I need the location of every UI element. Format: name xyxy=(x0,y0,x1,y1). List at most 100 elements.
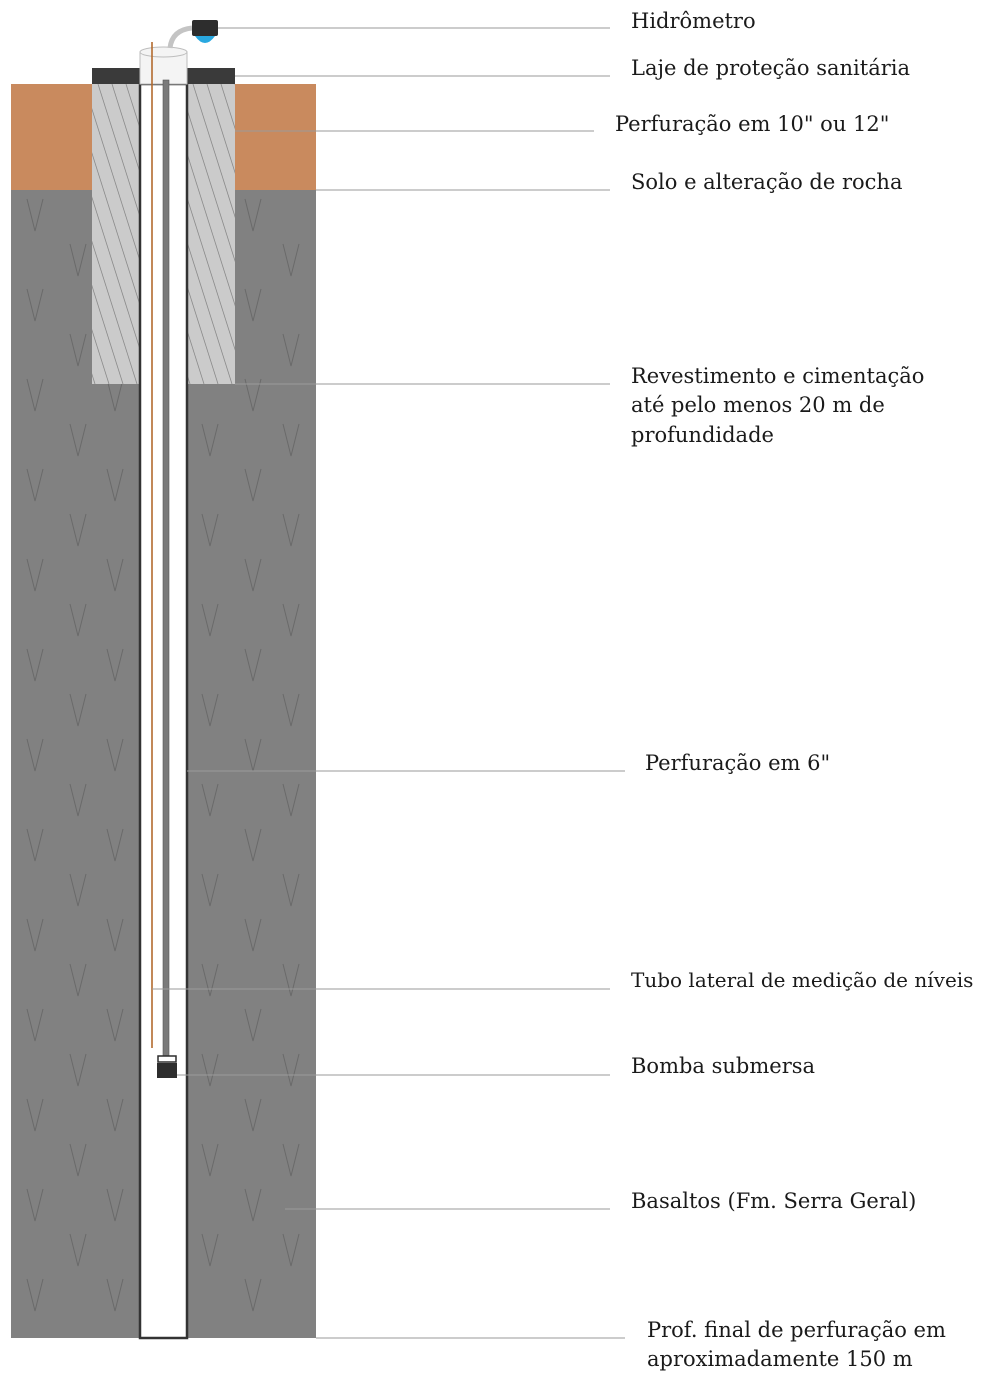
basalt-v-mark xyxy=(282,333,300,367)
basalt-v-mark xyxy=(26,1098,44,1132)
basalt-v-mark xyxy=(26,828,44,862)
basalt-v-mark xyxy=(69,1143,87,1177)
basalt-v-mark xyxy=(106,558,124,592)
basalt-v-mark xyxy=(26,918,44,952)
basalt-v-mark xyxy=(26,558,44,592)
basalt-v-mark xyxy=(201,1143,219,1177)
basalt-v-mark xyxy=(244,1278,262,1312)
basalt-v-mark xyxy=(282,963,300,997)
cement-hatch-line xyxy=(92,240,138,384)
basalt-v-mark xyxy=(106,1188,124,1222)
basalt-v-mark xyxy=(69,693,87,727)
basalt-v-mark xyxy=(201,1233,219,1267)
basalt-v-mark xyxy=(26,288,44,322)
outlet-pipe xyxy=(167,25,193,49)
label-prof-final-line1: Prof. final de perfuração em xyxy=(647,1318,946,1342)
basalt-v-mark xyxy=(244,468,262,502)
basalt-v-mark xyxy=(106,648,124,682)
cement-left xyxy=(92,84,140,384)
cement-hatch-line xyxy=(92,196,140,351)
basalt-v-mark xyxy=(69,243,87,277)
cement-hatch-line xyxy=(192,84,235,218)
basalt-v-mark xyxy=(201,513,219,547)
basalt-v-mark xyxy=(244,378,262,412)
basalt-v-mark xyxy=(201,1053,219,1087)
basalt-v-mark xyxy=(26,198,44,232)
cement-hatch-line xyxy=(187,152,235,307)
basalt-v-mark xyxy=(69,1053,87,1087)
label-tubo-lateral: Tubo lateral de medição de níveis xyxy=(631,968,974,992)
basalt-v-mark xyxy=(282,873,300,907)
basalt-v-mark xyxy=(69,1233,87,1267)
label-solo-alteracao: Solo e alteração de rocha xyxy=(631,170,903,194)
sanitary-slab-left xyxy=(92,68,140,84)
basalt-v-mark xyxy=(26,648,44,682)
basalt-v-mark xyxy=(282,1233,300,1267)
basalt-v-mark xyxy=(244,918,262,952)
label-perfuracao-10-12: Perfuração em 10" ou 12" xyxy=(615,112,890,136)
cement-hatch-line xyxy=(187,240,233,384)
basalt-v-mark xyxy=(282,783,300,817)
basalt-v-mark xyxy=(26,738,44,772)
basalt-v-mark xyxy=(69,333,87,367)
label-bomba-submersa: Bomba submersa xyxy=(631,1054,816,1078)
cement-hatch-line xyxy=(187,284,219,384)
basalt-v-mark xyxy=(106,918,124,952)
cement-hatch-line xyxy=(206,84,235,174)
basalt-v-mark xyxy=(26,1278,44,1312)
basalt-v-mark xyxy=(69,423,87,457)
basalt-v-mark xyxy=(106,1008,124,1042)
cement-hatch-line xyxy=(187,196,235,351)
basalt-v-mark xyxy=(244,828,262,862)
basalt-v-mark xyxy=(282,693,300,727)
basalt-v-mark xyxy=(244,1008,262,1042)
basalt-v-mark xyxy=(106,828,124,862)
basalt-v-mark xyxy=(106,378,124,412)
basalt-v-mark xyxy=(26,468,44,502)
basalt-v-mark xyxy=(244,288,262,322)
basalt-v-mark xyxy=(106,1278,124,1312)
cement-hatch-line xyxy=(92,284,124,384)
basalt-v-mark xyxy=(201,603,219,637)
basalt-v-mark xyxy=(244,1188,262,1222)
basalt-v-mark xyxy=(69,963,87,997)
cement-right xyxy=(187,84,235,384)
basalt-v-mark xyxy=(69,783,87,817)
cement-hatch-line xyxy=(111,84,140,174)
basalt-v-mark xyxy=(282,1053,300,1087)
submersible-pump-icon xyxy=(157,1063,177,1078)
basalt-v-mark xyxy=(106,1098,124,1132)
basalt-v-mark xyxy=(244,198,262,232)
basalt-v-mark xyxy=(201,423,219,457)
basalt-v-mark xyxy=(282,1143,300,1177)
basalt-v-mark xyxy=(26,378,44,412)
cement-hatch-line xyxy=(92,328,110,384)
label-revestimento-line1: Revestimento e cimentação xyxy=(631,364,925,388)
cement-hatch-right xyxy=(187,84,235,384)
pump-cap-icon xyxy=(157,1055,177,1063)
basalt-v-mark xyxy=(282,243,300,277)
basalt-v-mark xyxy=(201,693,219,727)
basalt-v-mark xyxy=(69,513,87,547)
basalt-v-mark xyxy=(244,648,262,682)
sanitary-slab-right xyxy=(187,68,235,84)
label-prof-final-line2: aproximadamente 150 m xyxy=(647,1347,913,1371)
basalt-v-mark xyxy=(201,963,219,997)
cement-hatch-left xyxy=(92,84,140,384)
label-hidrometro: Hidrômetro xyxy=(631,9,756,33)
cement-hatch-line xyxy=(97,84,140,218)
water-drop-icon xyxy=(195,36,215,43)
well-head-top xyxy=(139,46,188,58)
basalt-v-mark xyxy=(106,738,124,772)
hydrometer-icon xyxy=(192,20,218,36)
label-revestimento-line2: até pelo menos 20 m de xyxy=(631,393,885,417)
label-perfuracao-6: Perfuração em 6" xyxy=(645,751,831,775)
basalt-v-mark xyxy=(282,603,300,637)
basalt-v-mark xyxy=(106,468,124,502)
pump-column-pipe xyxy=(162,79,170,1057)
basalt-v-mark xyxy=(201,783,219,817)
basalt-v-mark xyxy=(26,1188,44,1222)
label-laje-protecao: Laje de proteção sanitária xyxy=(631,56,910,80)
basalt-v-mark xyxy=(26,1008,44,1042)
basalt-v-mark xyxy=(201,873,219,907)
